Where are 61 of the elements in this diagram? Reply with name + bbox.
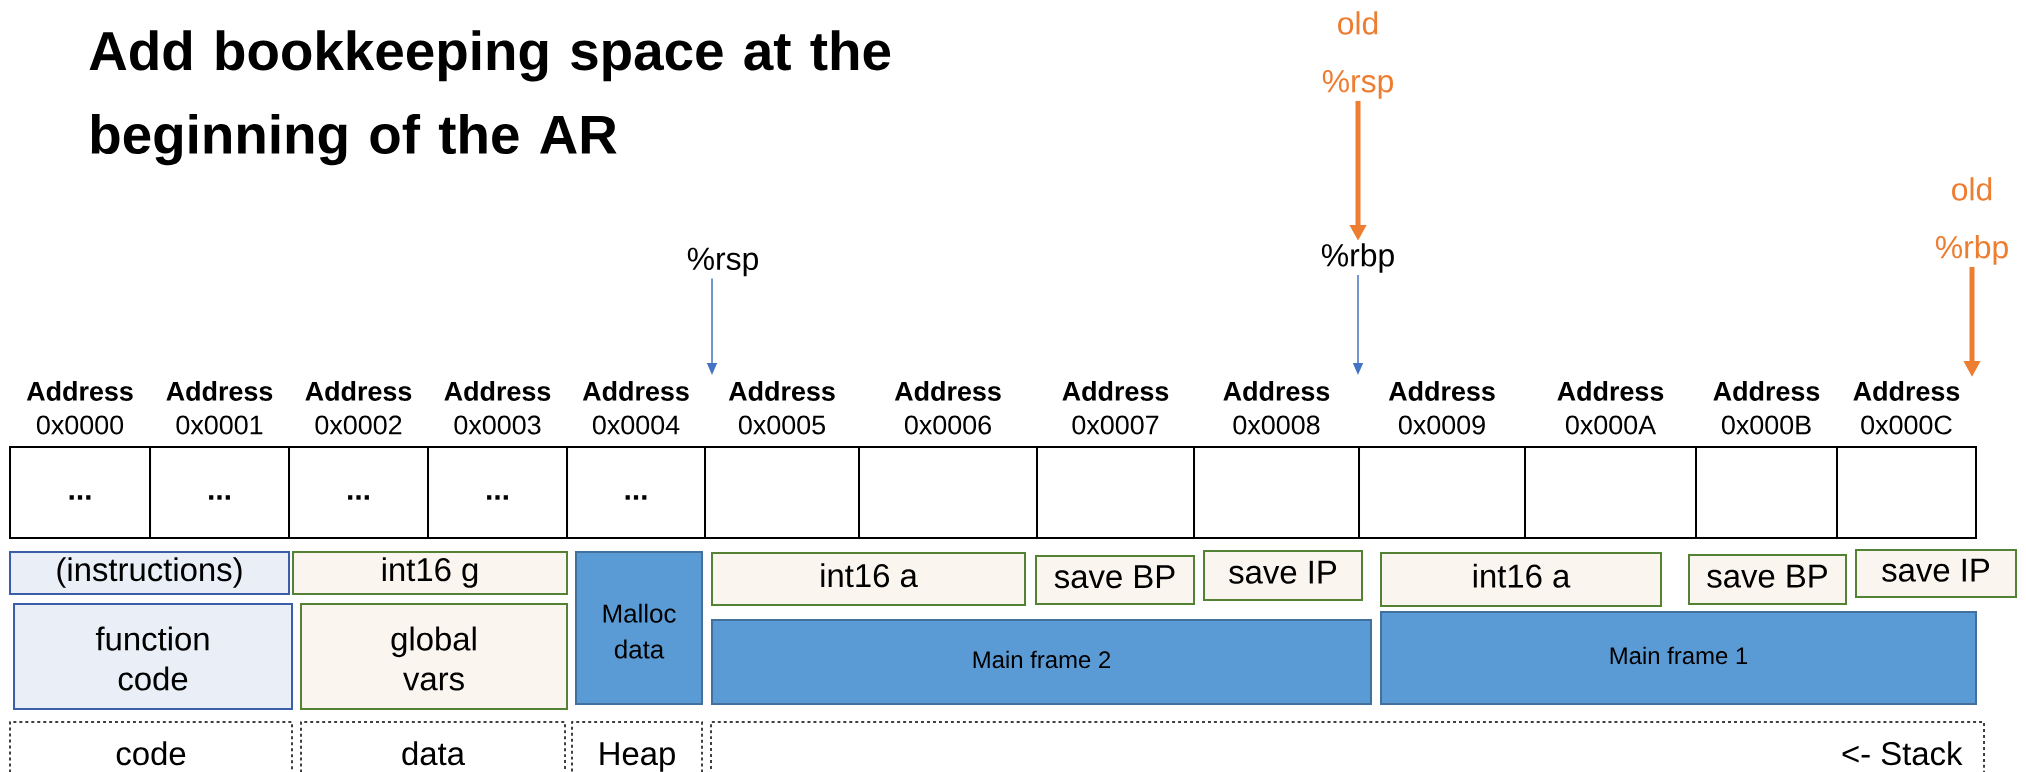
title: Add bookkeeping space at the beginning of the AR <box>89 30 891 166</box>
address-value: 0x0008 <box>1233 415 1320 435</box>
memory-cell <box>858 446 1038 539</box>
pointer-label: %rsp <box>687 247 758 277</box>
pointer-label: old %rbp <box>1935 177 2008 265</box>
segment-box: Heap <box>571 721 703 772</box>
region-box: save BP <box>1688 554 1847 605</box>
address-value: 0x000B <box>1721 415 1811 435</box>
memory-cell <box>1836 446 1977 539</box>
address-label: Address <box>1713 381 1820 401</box>
memory-cell <box>704 446 860 539</box>
address-value: 0x000A <box>1565 415 1657 435</box>
address-label: Address <box>894 381 1001 401</box>
frame-bar: Main frame 2 <box>711 619 1372 705</box>
address-value: 0x0000 <box>36 415 124 435</box>
address-label: Address <box>1388 381 1495 401</box>
region-box: save BP <box>1035 555 1195 605</box>
memory-cell: ... <box>9 446 151 539</box>
address-value: 0x0001 <box>176 415 263 435</box>
address-value: 0x0007 <box>1072 415 1159 435</box>
address-label: Address <box>582 381 689 401</box>
memory-cell: ... <box>149 446 290 539</box>
address-label: Address <box>166 381 273 401</box>
region-box: int16 a <box>711 552 1026 606</box>
segment-box: code <box>9 721 293 772</box>
pointer-label: old %rsp <box>1322 11 1393 99</box>
region-box: save IP <box>1855 549 2017 598</box>
region-box: function code <box>13 603 293 710</box>
address-value: 0x0006 <box>904 415 991 435</box>
address-value: 0x0003 <box>454 415 541 435</box>
address-label: Address <box>1223 381 1330 401</box>
address-value: 0x0002 <box>315 415 402 435</box>
address-value: 0x0009 <box>1398 415 1485 435</box>
memory-cell: ... <box>427 446 568 539</box>
region-box: save IP <box>1203 550 1363 601</box>
address-value: 0x0005 <box>738 415 825 435</box>
address-label: Address <box>1853 381 1960 401</box>
address-label: Address <box>728 381 835 401</box>
address-label: Address <box>1062 381 1169 401</box>
region-box: int16 a <box>1380 552 1662 607</box>
memory-cell <box>1036 446 1195 539</box>
memory-cell <box>1524 446 1697 539</box>
memory-cell <box>1193 446 1360 539</box>
address-label: Address <box>305 381 412 401</box>
address-label: Address <box>444 381 551 401</box>
region-box: (instructions) <box>9 551 290 595</box>
segment-box: <- Stack <box>710 721 1985 772</box>
pointer-label: %rbp <box>1321 243 1394 273</box>
segment-box: data <box>300 721 566 772</box>
memory-cell <box>1358 446 1526 539</box>
region-box: Malloc data <box>575 551 703 705</box>
address-label: Address <box>26 381 133 401</box>
address-label: Address <box>1557 381 1664 401</box>
memory-cell: ... <box>566 446 706 539</box>
address-value: 0x000C <box>1861 415 1952 435</box>
memory-cell <box>1695 446 1838 539</box>
region-box: global vars <box>300 603 568 710</box>
memory-cell: ... <box>288 446 429 539</box>
frame-bar: Main frame 1 <box>1380 611 1977 705</box>
address-value: 0x0004 <box>592 415 680 435</box>
region-box: int16 g <box>292 551 568 595</box>
